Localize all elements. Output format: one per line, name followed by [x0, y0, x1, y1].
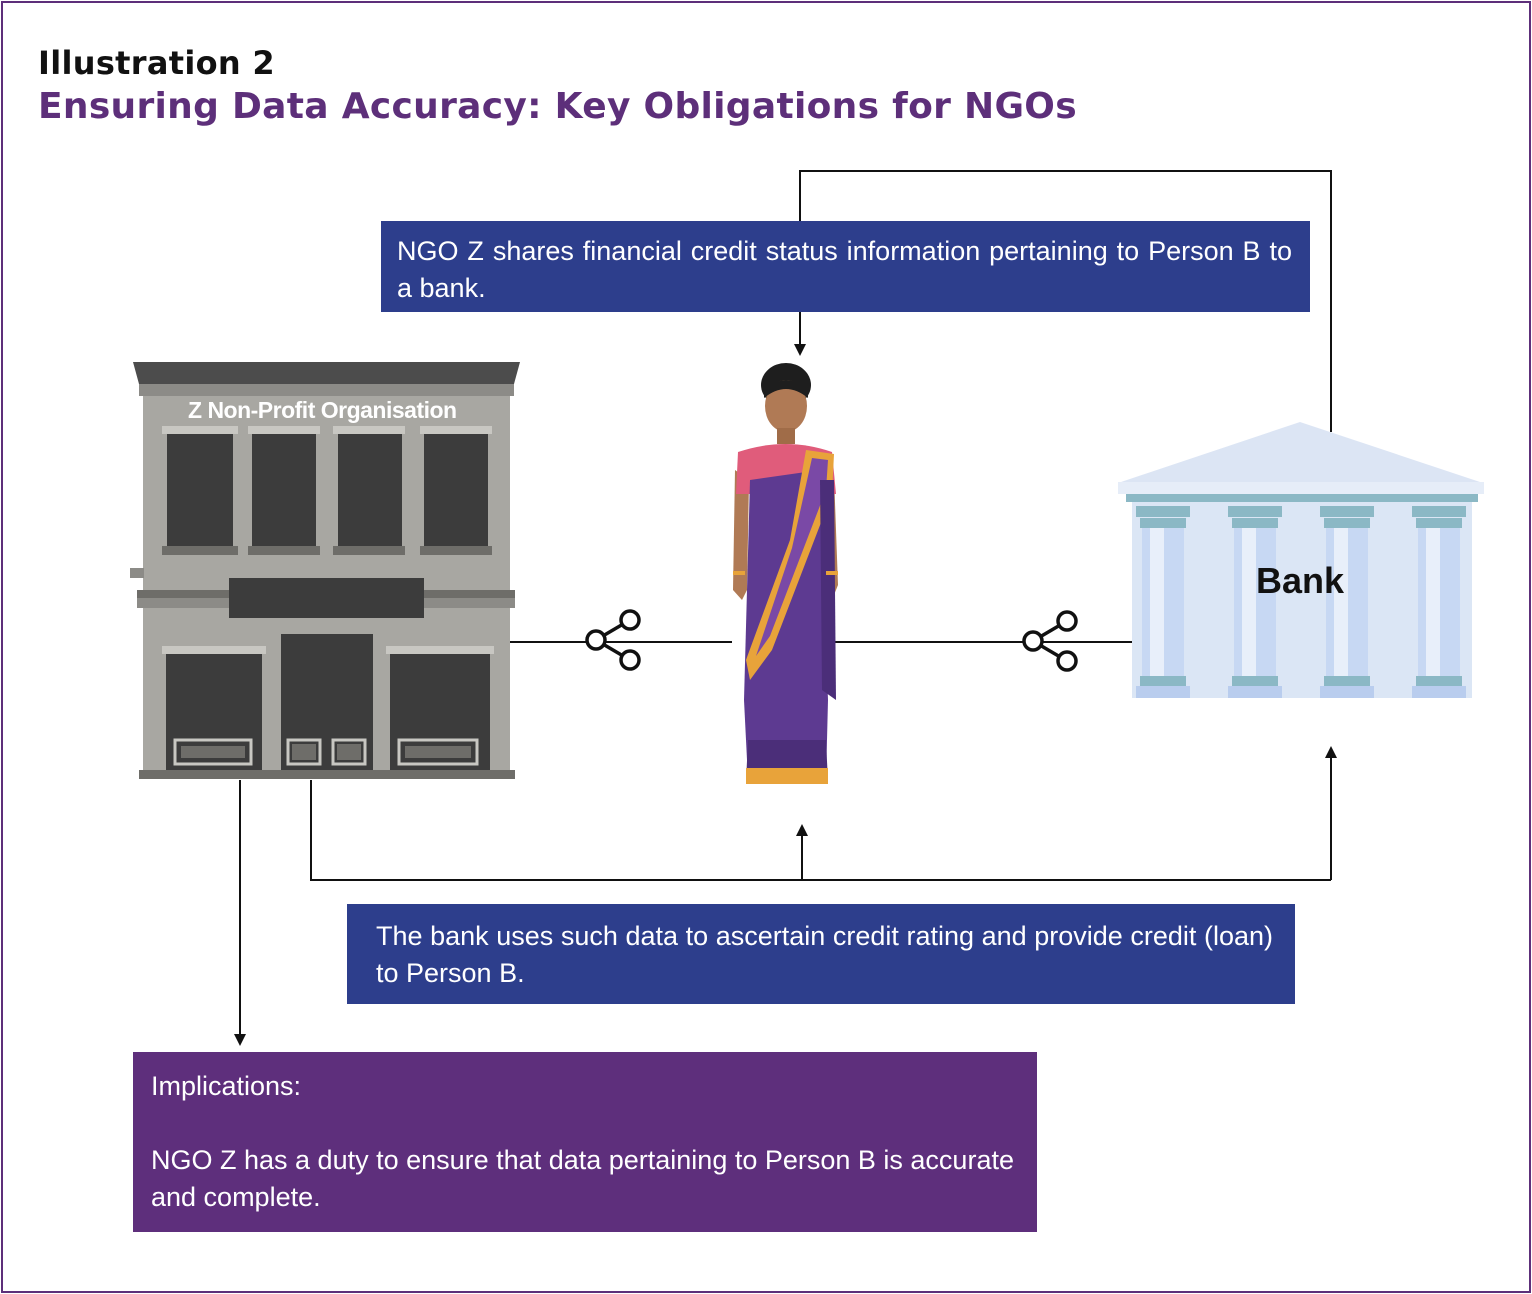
- credit-rating-step-box: The bank uses such data to ascertain cre…: [347, 904, 1295, 1004]
- connector-lines: [234, 170, 1337, 1046]
- ngo-name-label: Z Non-Profit Organisation: [188, 397, 457, 423]
- implications-text: NGO Z has a duty to ensure that data per…: [151, 1145, 1014, 1212]
- office-building-icon: [130, 362, 520, 779]
- bank-building-icon: [1118, 422, 1484, 698]
- bank-name-label: Bank: [1256, 560, 1345, 601]
- illustration-number: Illustration 2: [38, 44, 275, 82]
- implications-box: Implications: NGO Z has a duty to ensure…: [133, 1052, 1037, 1232]
- share-icon: [585, 609, 641, 671]
- data-sharing-step-text: NGO Z shares financial credit status inf…: [397, 236, 1292, 303]
- woman-in-saree-icon: [733, 363, 838, 784]
- data-sharing-step-box: NGO Z shares financial credit status inf…: [381, 221, 1310, 312]
- ngo-to-bank-base-line: [310, 780, 1331, 881]
- credit-rating-step-text: The bank uses such data to ascertain cre…: [376, 921, 1273, 988]
- implications-title: Implications:: [151, 1071, 302, 1101]
- share-icon: [1022, 610, 1078, 672]
- diagram-title: Ensuring Data Accuracy: Key Obligations …: [38, 86, 1077, 127]
